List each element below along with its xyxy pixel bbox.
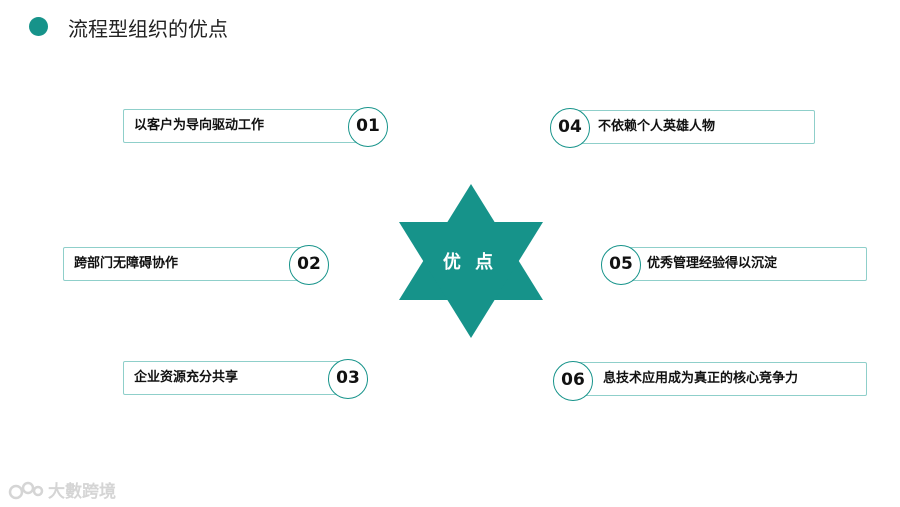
advantage-box-01: 以客户为导向驱动工作 (123, 109, 365, 143)
watermark-logo-icon (8, 481, 44, 499)
advantage-box-04: 不依赖个人英雄人物 (566, 110, 815, 144)
title-bullet-icon (29, 17, 48, 36)
advantage-label-02: 跨部门无障碍协作 (74, 256, 179, 271)
advantage-label-06: 息技术应用成为真正的核心竞争力 (603, 371, 799, 386)
advantage-label-03: 企业资源充分共享 (134, 370, 239, 385)
center-label: 优 点 (442, 252, 498, 273)
advantage-label-04: 不依赖个人英雄人物 (598, 119, 716, 134)
advantage-number-05: 05 (601, 245, 641, 285)
advantage-number-04: 04 (550, 108, 590, 148)
advantage-number-03: 03 (328, 359, 368, 399)
advantage-label-01: 以客户为导向驱动工作 (134, 118, 265, 133)
watermark-text: 大數跨境 (48, 482, 116, 502)
advantage-box-02: 跨部门无障碍协作 (63, 247, 306, 281)
advantage-box-06: 息技术应用成为真正的核心竞争力 (570, 362, 867, 396)
advantage-number-06: 06 (553, 361, 593, 401)
watermark-logo: 大數跨境 (8, 477, 116, 502)
advantage-box-05: 优秀管理经验得以沉淀 (617, 247, 867, 281)
advantage-label-05: 优秀管理经验得以沉淀 (647, 256, 778, 271)
page-title: 流程型组织的优点 (68, 17, 228, 41)
advantage-number-01: 01 (348, 107, 388, 147)
advantage-box-03: 企业资源充分共享 (123, 361, 346, 395)
advantage-number-02: 02 (289, 245, 329, 285)
six-point-star-icon (399, 184, 543, 338)
